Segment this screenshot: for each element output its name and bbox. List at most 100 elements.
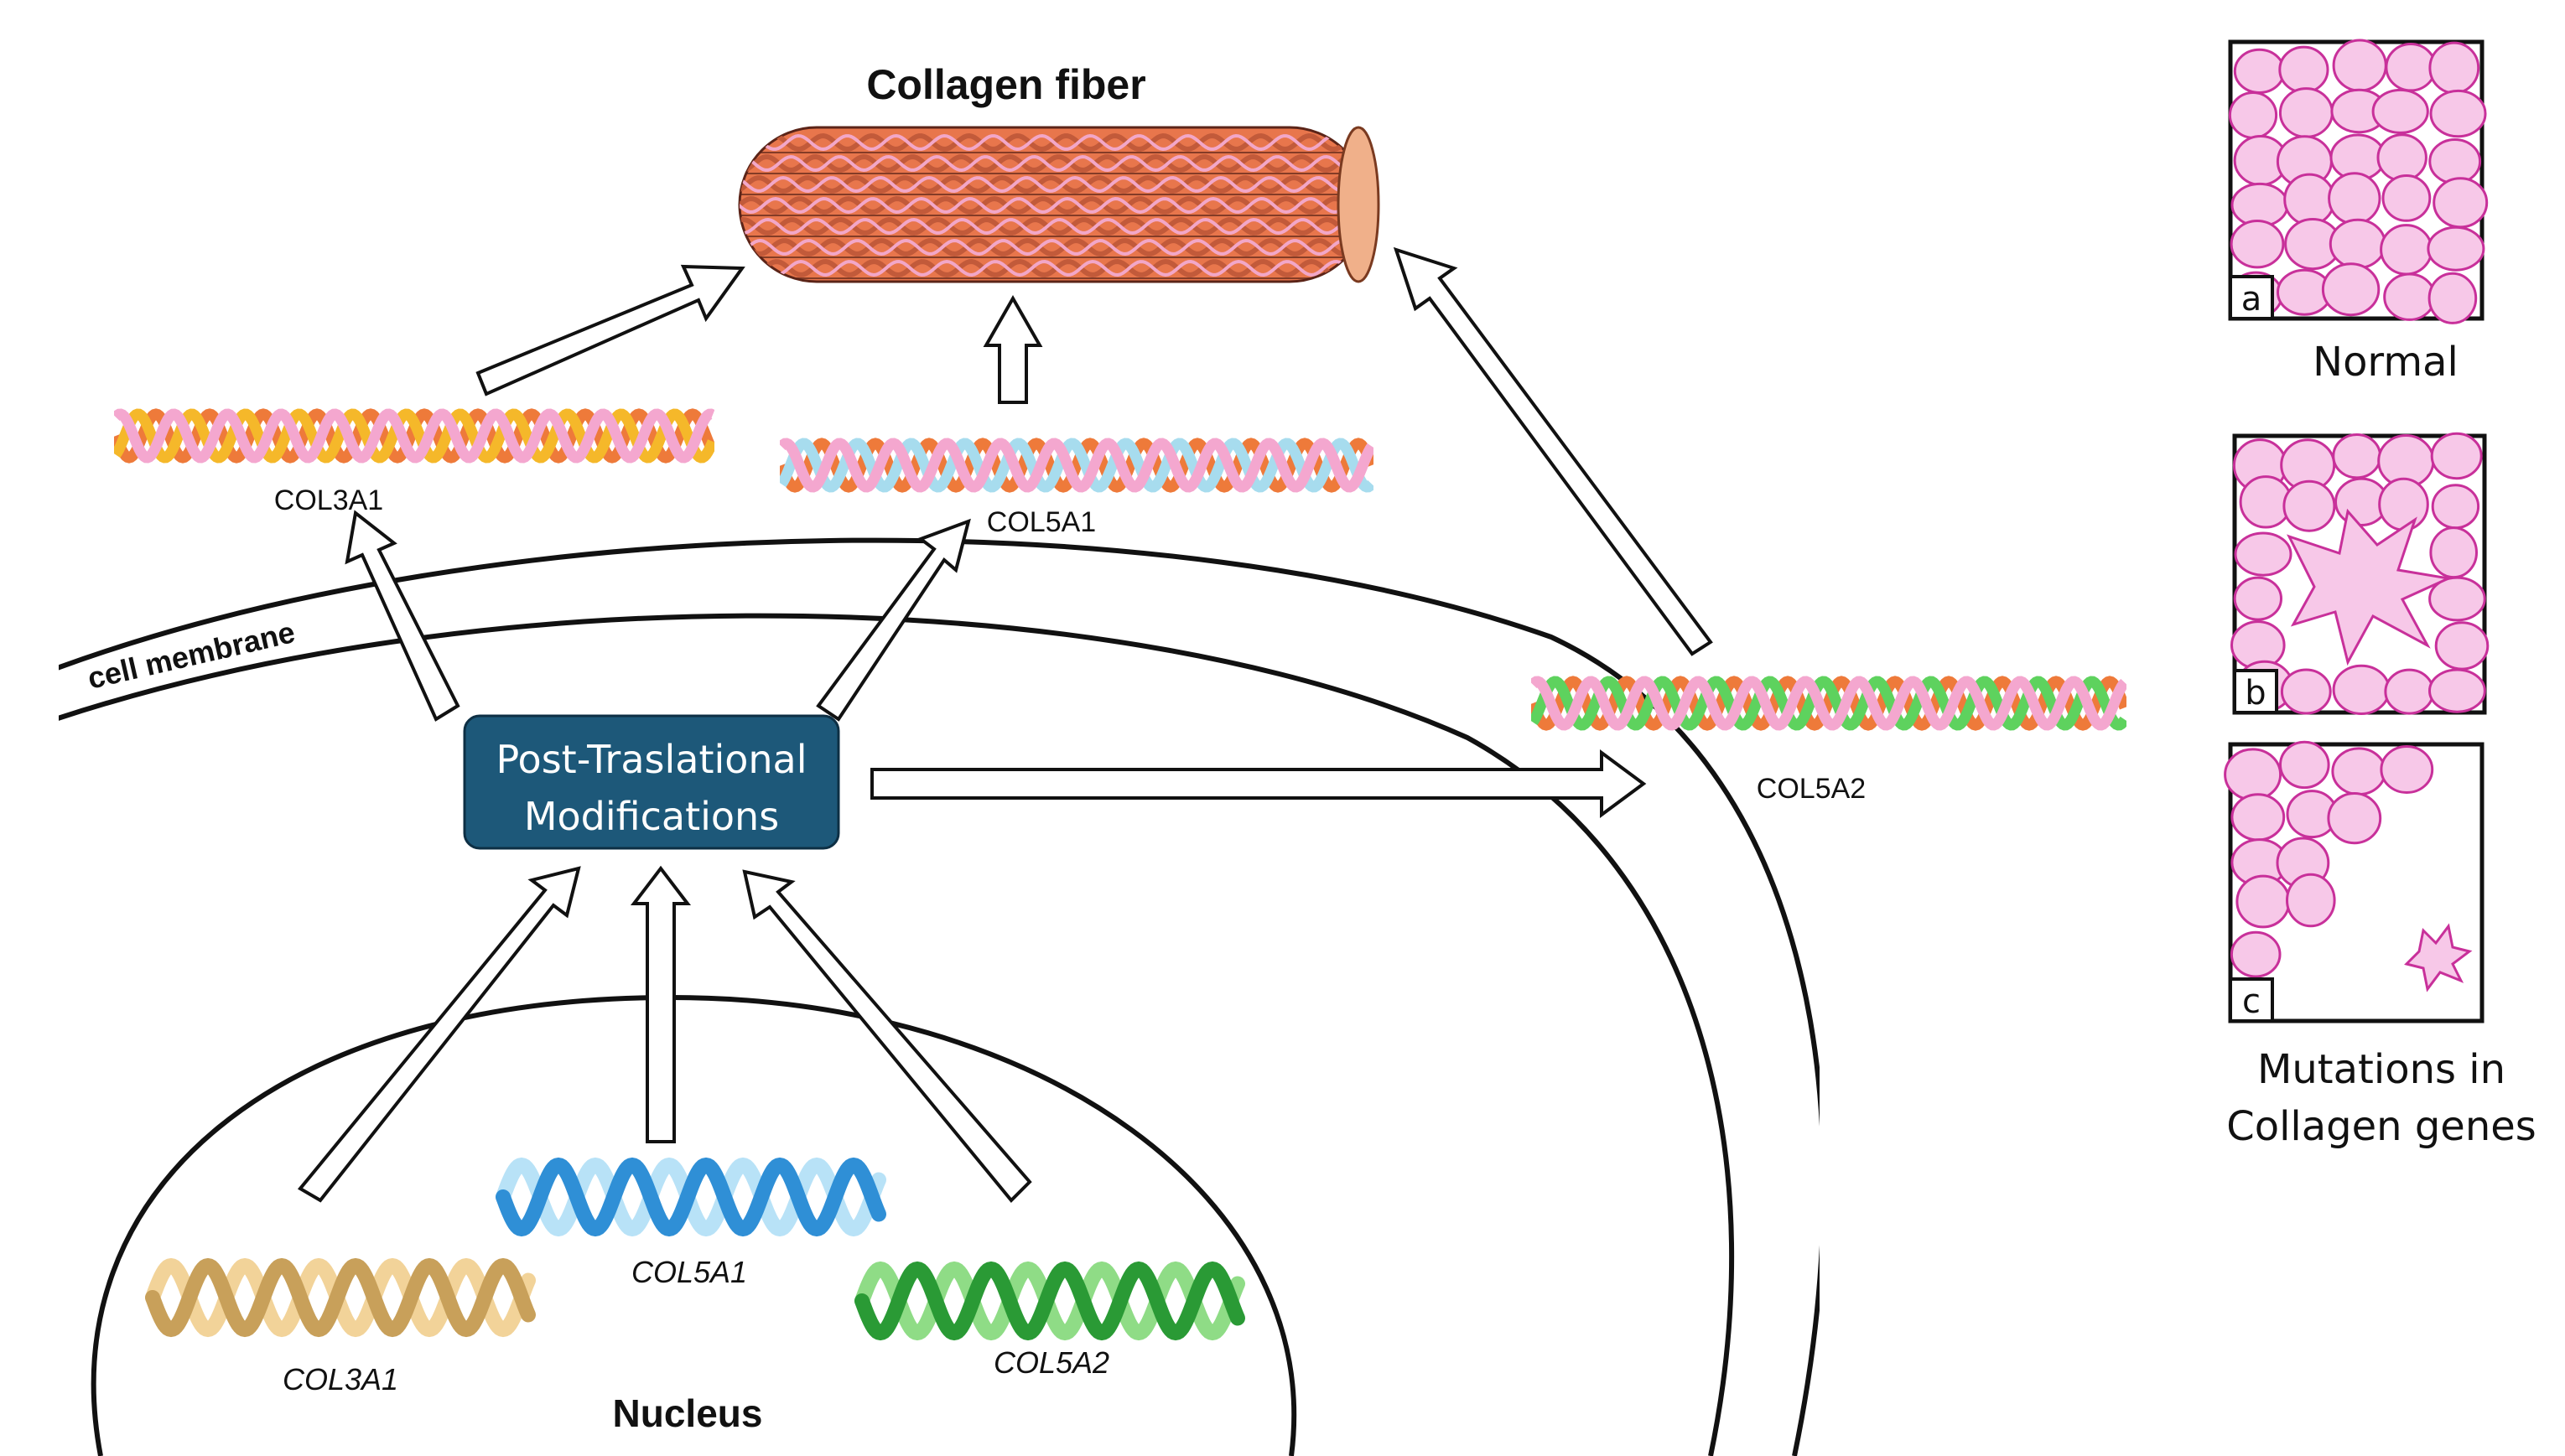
tissue-cell — [2428, 668, 2486, 713]
gene-col5a2-label: COL5A2 — [994, 1345, 1109, 1380]
tissue-panel-a: a — [2228, 39, 2489, 324]
tissue-cell — [2381, 174, 2432, 222]
tissue-cell — [2429, 89, 2487, 138]
tissue-cell — [2234, 531, 2292, 577]
fiber-strand — [740, 133, 1367, 152]
collagen-fiber — [738, 126, 1380, 283]
fiber-strand — [740, 132, 1367, 153]
procollagen-col5a1-helix — [780, 438, 1373, 493]
tissue-cell — [2383, 272, 2437, 321]
dna-col3a1 — [145, 1257, 536, 1338]
gene-col5a1-label: COL5A1 — [631, 1255, 747, 1289]
panel-a-letter: a — [2241, 280, 2262, 319]
tissue-cell — [2376, 133, 2427, 182]
tissue-cell — [2278, 87, 2334, 138]
arrow-ptm-to-col3a1 — [345, 510, 460, 722]
tissue-cell — [2331, 747, 2386, 796]
arrows — [297, 246, 1713, 1203]
tissue-cell — [2428, 138, 2482, 185]
procollagen-col5a1-strand-1 — [780, 438, 1373, 493]
fiber-strand — [740, 195, 1367, 215]
mutant-fragment — [2404, 923, 2473, 992]
procollagen-col5a1-strand-2 — [780, 438, 1373, 493]
tissue-cell — [2378, 477, 2429, 531]
arrow-col5a2-to-fiber — [1393, 246, 1713, 656]
procollagen-col3a1-strand-3 — [114, 408, 714, 464]
tissue-cell — [2328, 172, 2381, 225]
tissue-cell — [2384, 668, 2435, 715]
procollagen-col5a2-strand-3 — [1531, 676, 2126, 731]
procollagen-col5a2-helix — [1531, 676, 2126, 731]
tissue-cell — [2321, 262, 2381, 317]
tissue-cell — [2429, 526, 2478, 579]
arrow-nuc-col5a2-to-ptm — [742, 869, 1032, 1203]
procollagen-col3a1-helix — [114, 408, 714, 464]
fiber-strand — [740, 196, 1367, 215]
fiber-strand — [740, 154, 1367, 173]
tissue-cell — [2385, 42, 2437, 92]
tissue-cell — [2283, 173, 2336, 226]
gene-col3a1-label: COL3A1 — [283, 1362, 398, 1396]
tissue-cell — [2433, 177, 2489, 229]
cell-membrane — [59, 537, 1820, 1456]
fiber-strand — [740, 258, 1367, 278]
dna-col5a2-strand-1 — [854, 1261, 1245, 1341]
dna-col5a2 — [854, 1261, 1245, 1341]
fiber-strand — [740, 216, 1367, 236]
ptm-box-bg — [463, 714, 840, 850]
arrow-ptm-to-col5a2 — [870, 749, 1647, 818]
tissue-cell — [2230, 930, 2282, 978]
tissue-cell — [2228, 91, 2278, 139]
panel-a-caption: Normal — [2313, 339, 2459, 386]
tissue-cell — [2430, 432, 2483, 480]
tissue-cell — [2332, 664, 2391, 716]
tissue-cell — [2282, 479, 2336, 532]
fiber-strand — [740, 237, 1367, 257]
procollagen-col5a1-label: COL5A1 — [987, 506, 1096, 538]
diagram-title: Collagen fiber — [866, 61, 1145, 108]
ptm-line1: Post-Traslational — [496, 737, 807, 782]
procollagen-col5a2-strand-2 — [1531, 676, 2126, 731]
tissue-cell — [2235, 874, 2291, 929]
tissue-cell — [2371, 88, 2429, 134]
nucleus-label: Nucleus — [613, 1391, 763, 1435]
dna-col3a1-strand-1 — [145, 1257, 536, 1338]
fiber-strand — [740, 174, 1367, 194]
arrow-col5a1-to-fiber — [983, 294, 1043, 404]
tissue-cell — [2428, 41, 2480, 95]
arrow-nuc-col3a1-to-ptm — [297, 866, 581, 1203]
tissue-cell — [2332, 39, 2387, 92]
fiber-strand — [740, 259, 1367, 277]
procollagen-col3a1-label: COL3A1 — [274, 484, 383, 516]
panel-c-letter: c — [2242, 982, 2261, 1021]
membrane-inner — [59, 613, 1735, 1456]
tissue-cell — [2278, 45, 2329, 94]
tissue-cell — [2380, 224, 2433, 276]
tissue-cell — [2233, 576, 2283, 621]
procollagen-col5a1-strand-3 — [780, 438, 1373, 493]
tissue-cell — [2427, 272, 2478, 324]
tissue-cell — [2279, 740, 2330, 790]
tissue-cell — [2286, 873, 2336, 928]
dna-col5a1 — [496, 1157, 886, 1237]
damaged-tissue-shape — [2287, 508, 2453, 666]
ptm-line2: Modifications — [524, 794, 779, 839]
tissue-cell — [2332, 433, 2382, 479]
panel-c-caption-line2: Collagen genes — [2226, 1103, 2536, 1150]
membrane-outer — [59, 537, 1820, 1456]
fiber-strand — [740, 175, 1367, 194]
dna-col5a1-strand-1 — [496, 1157, 886, 1237]
tissue-cell — [2230, 220, 2285, 269]
tissue-cell — [2233, 48, 2286, 95]
tissue-panel-b: b — [2230, 432, 2490, 716]
fiber-strand — [740, 217, 1367, 236]
tissue-cell — [2230, 793, 2286, 842]
tissue-cell — [2224, 748, 2282, 801]
arrow-ptm-to-col5a1 — [816, 518, 971, 722]
tissue-cell — [2327, 792, 2382, 845]
arrow-nuc-col5a1-to-ptm — [630, 865, 692, 1143]
fiber-end — [1337, 126, 1380, 283]
fiber-strand — [740, 153, 1367, 174]
fiber-strand — [740, 238, 1367, 256]
